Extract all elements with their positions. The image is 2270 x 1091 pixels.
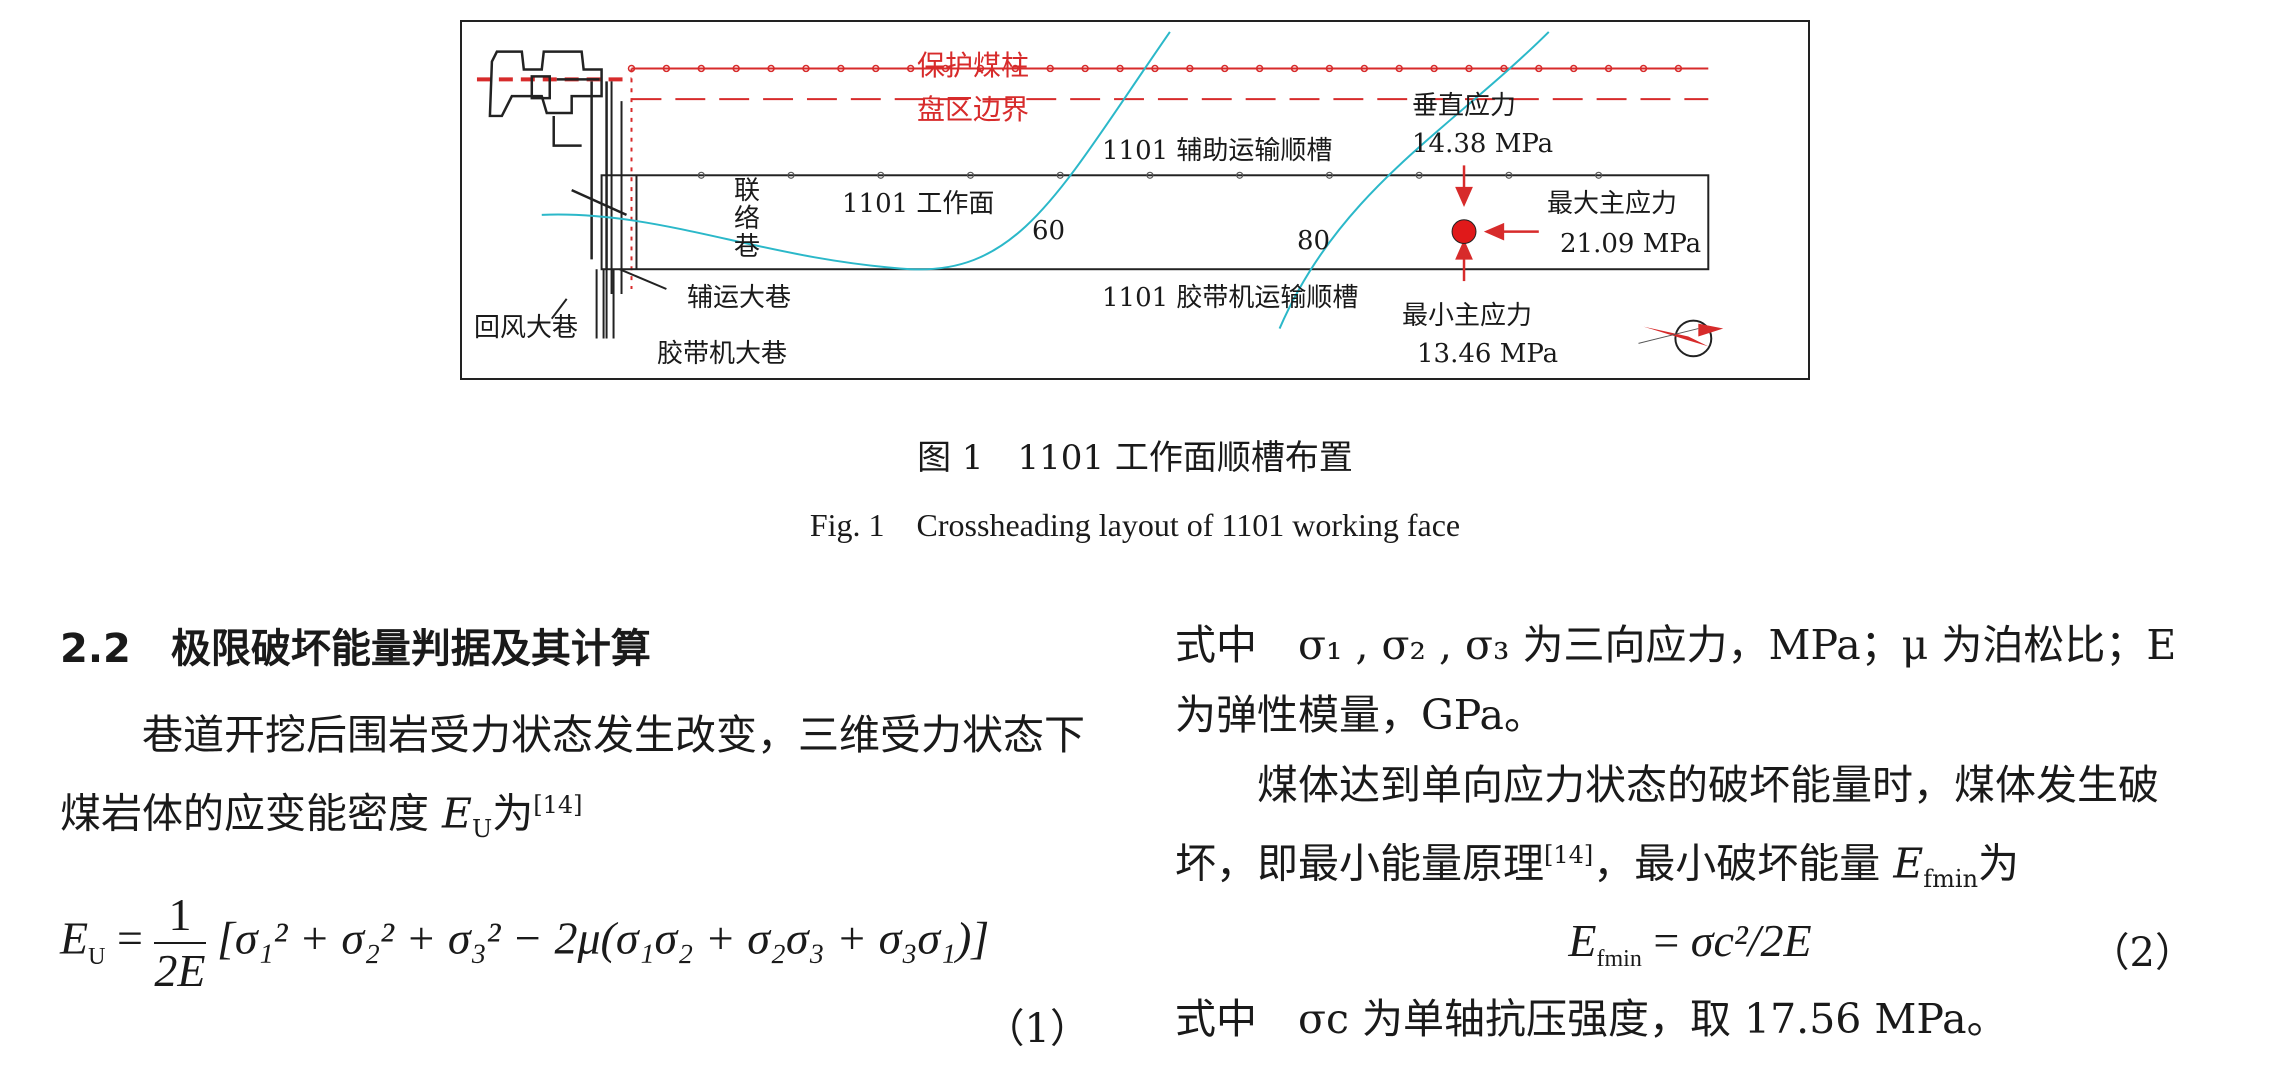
left-column: 2.2 极限破坏能量判据及其计算 巷道开挖后围岩受力状态发生改变，三维受力状态下… bbox=[60, 610, 1100, 1052]
label-protective-pillar: 保护煤柱 bbox=[917, 49, 1030, 82]
label-return-air-roadway: 回风大巷 bbox=[474, 313, 579, 343]
figure-1: 保护煤柱 盘区边界 垂直应力 14.38 MPa 1101 辅助运输顺槽 110… bbox=[460, 20, 1810, 380]
paragraph-min-energy: 煤体达到单向应力状态的破坏能量时，煤体发生破坏，即最小能量原理[14]，最小破坏… bbox=[1175, 761, 2159, 893]
equation-1-number-row: （1） bbox=[60, 982, 1100, 1052]
label-min-principal-stress-value: 13.46 MPa bbox=[1417, 339, 1559, 369]
equation-2: Efmin = σc²/2E （2） bbox=[1568, 914, 2195, 976]
label-aux-main-roadway: 辅运大巷 bbox=[687, 283, 792, 313]
main-roadways bbox=[550, 81, 667, 339]
shaft-site bbox=[488, 50, 628, 270]
north-arrow-icon bbox=[1638, 319, 1724, 358]
label-min-principal-stress: 最小主应力 bbox=[1402, 301, 1533, 331]
equation-2-number: （2） bbox=[2089, 929, 2195, 976]
layout-diagram bbox=[476, 31, 1724, 358]
where-clause-2: 式中 σc 为单轴抗压强度，取 17.56 MPa。 bbox=[1175, 994, 2008, 1043]
figure-caption-en: Fig. 1 Crossheading layout of 1101 worki… bbox=[809, 507, 1461, 543]
gate-markers bbox=[697, 171, 1603, 179]
label-belt-main-roadway: 胶带机大巷 bbox=[657, 339, 788, 369]
label-working-face: 1101 工作面 bbox=[842, 189, 995, 219]
label-vertical-stress: 垂直应力 bbox=[1412, 91, 1517, 121]
stress-contour-80 bbox=[1278, 31, 1550, 329]
stress-point-icon bbox=[1451, 219, 1477, 245]
paragraph-strain-energy: 巷道开挖后围岩受力状态发生改变，三维受力状态下煤岩体的应变能密度 EU为[14] bbox=[60, 711, 1085, 843]
working-face-block bbox=[600, 174, 1710, 271]
label-aux-transport-gate: 1101 辅助运输顺槽 bbox=[1102, 136, 1333, 166]
label-vertical-stress-value: 14.38 MPa bbox=[1412, 129, 1554, 159]
equation-1-number: （1） bbox=[984, 1005, 1090, 1052]
right-column: 式中 σ₁ , σ₂ , σ₃ 为三向应力，MPa；μ 为泊松比；E 为弹性模量… bbox=[1175, 610, 2205, 1054]
label-contour-60: 60 bbox=[1032, 216, 1066, 246]
section-heading: 2.2 极限破坏能量判据及其计算 bbox=[60, 626, 651, 672]
stress-arrows bbox=[1455, 165, 1539, 282]
label-max-principal-stress-value: 21.09 MPa bbox=[1560, 229, 1702, 259]
where-clause-1: 式中 σ₁ , σ₂ , σ₃ 为三向应力，MPa；μ 为泊松比；E 为弹性模量… bbox=[1175, 621, 2177, 739]
pillar-markers bbox=[627, 64, 1683, 73]
label-max-principal-stress: 最大主应力 bbox=[1547, 189, 1678, 219]
label-belt-transport-gate: 1101 胶带机运输顺槽 bbox=[1102, 283, 1359, 313]
label-connecting-roadway: 联络巷 bbox=[734, 176, 761, 262]
stress-contour-60 bbox=[541, 31, 1171, 271]
figure-caption-zh: 图 1 1101 工作面顺槽布置 bbox=[917, 438, 1353, 478]
label-contour-80: 80 bbox=[1297, 226, 1331, 256]
label-panel-boundary: 盘区边界 bbox=[917, 93, 1030, 126]
